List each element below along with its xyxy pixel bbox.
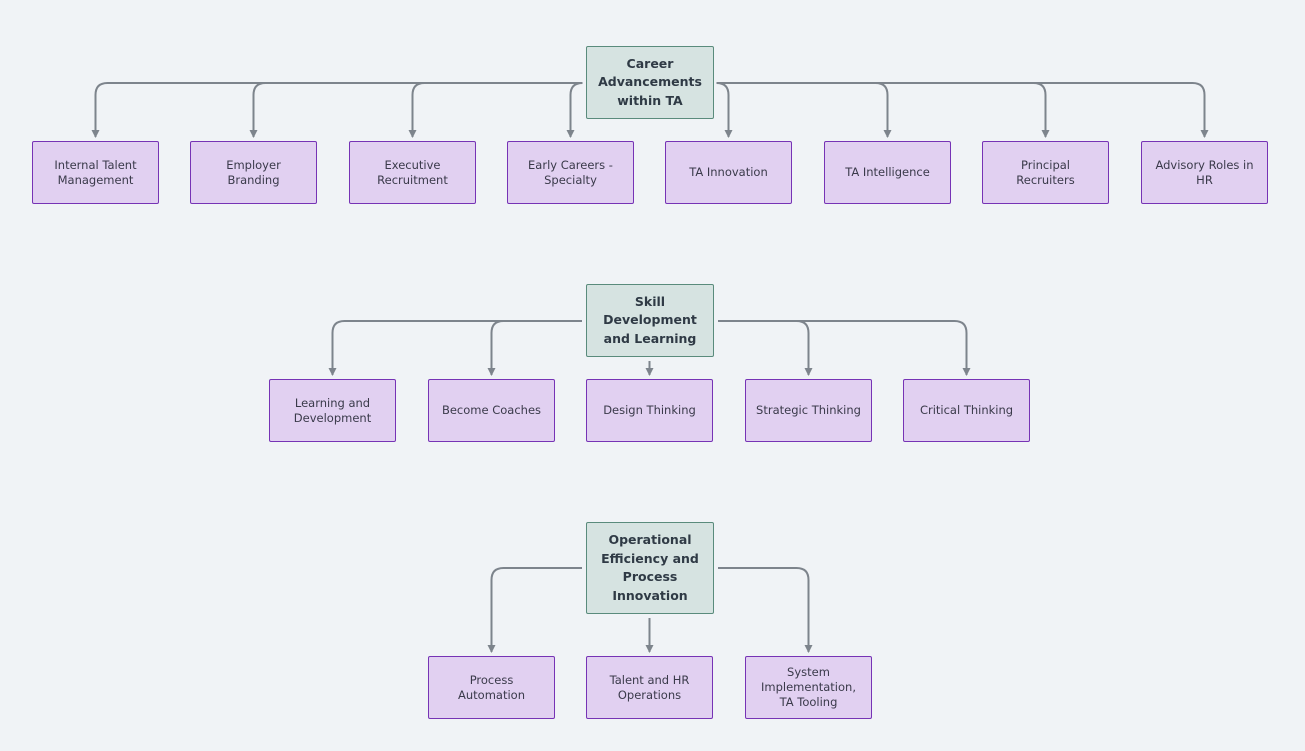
connector-arrow [487,320,582,376]
root-node-operational-efficiency: Operational Efficiency and Process Innov… [586,522,714,614]
leaf-node-talent-and-hr-operations: Talent and HR Operations [586,656,713,719]
leaf-node-become-coaches: Become Coaches [428,379,555,442]
leaf-node-principal-recruiters: Principal Recruiters [982,141,1109,204]
connector-arrow [91,82,582,138]
leaf-node-learning-and-development: Learning and Development [269,379,396,442]
connector-arrow [566,82,583,138]
connector-arrow [487,567,582,653]
leaf-node-advisory-roles-in-hr: Advisory Roles in HR [1141,141,1268,204]
connector-arrow [249,82,582,138]
leaf-node-executive-recruitment: Executive Recruitment [349,141,476,204]
connector-arrow [716,82,733,138]
leaf-node-system-implementation: System Implementation, TA Tooling [745,656,872,719]
leaf-node-design-thinking: Design Thinking [586,379,713,442]
connector-arrow [718,320,971,376]
leaf-node-ta-intelligence: TA Intelligence [824,141,951,204]
leaf-node-employer-branding: Employer Branding [190,141,317,204]
leaf-node-process-automation: Process Automation [428,656,555,719]
leaf-node-ta-innovation: TA Innovation [665,141,792,204]
connector-arrow [718,82,1209,138]
root-node-skill-development: Skill Development and Learning [586,284,714,357]
connector-arrow [718,82,1050,138]
connector-arrow [408,82,582,138]
connector-arrow [718,82,892,138]
leaf-node-strategic-thinking: Strategic Thinking [745,379,872,442]
leaf-node-critical-thinking: Critical Thinking [903,379,1030,442]
leaf-node-early-careers-specialty: Early Careers - Specialty [507,141,634,204]
connector-arrow [328,320,582,376]
leaf-node-internal-talent-management: Internal Talent Management [32,141,159,204]
connector-arrow [718,320,813,376]
root-node-career-advancements: Career Advancements within TA [586,46,714,119]
connector-arrow [718,567,813,653]
